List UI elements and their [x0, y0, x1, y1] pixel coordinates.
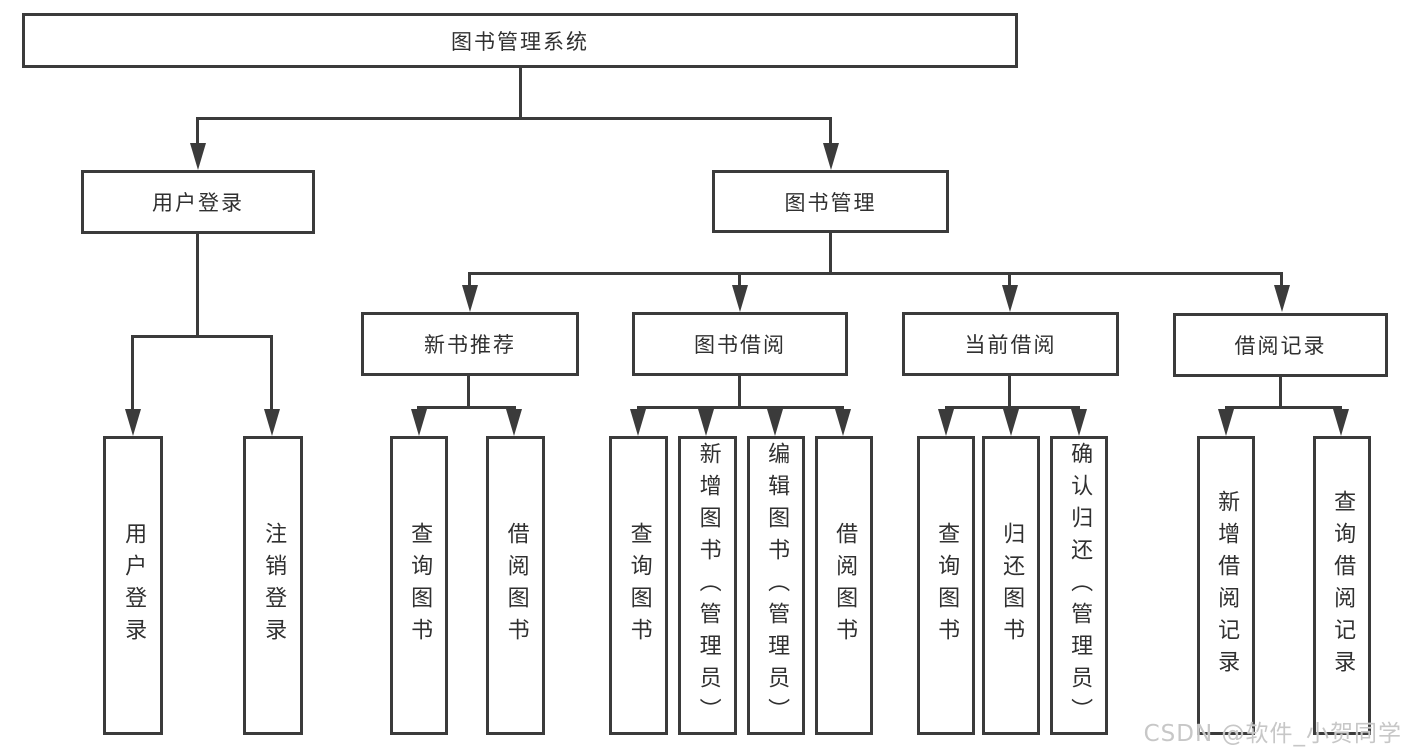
connector-currentborrow-drop: [1008, 376, 1011, 408]
connector-user-splitter: [131, 335, 273, 338]
arrowhead-br2: [1333, 409, 1349, 436]
arrowhead-bb4: [835, 409, 851, 436]
leaf-box-bb-add-books-admin: 新增图书（管理员）: [678, 436, 737, 735]
connector-shaft-logout-leaf: [270, 335, 273, 413]
connector-level1-splitter: [196, 117, 832, 120]
connector-shaft-book-mgmt: [829, 117, 832, 149]
arrowhead-logout-leaf: [264, 409, 280, 436]
node-label-book-borrow: 图书借阅: [694, 333, 786, 357]
connector-borrowrecords-drop: [1279, 377, 1282, 408]
node-label-current-borrow: 当前借阅: [964, 333, 1057, 357]
connector-shaft-book-borrow: [738, 272, 741, 289]
leaf-box-br-query-record: 查询借阅记录: [1313, 436, 1371, 735]
arrowhead-cb1: [938, 409, 954, 436]
connector-shaft-new-books: [468, 272, 471, 289]
arrowhead-bb1: [630, 409, 646, 436]
leaf-label-nb-borrow-books: 借阅图书: [503, 521, 529, 650]
node-box-user-login: 用户登录: [81, 170, 315, 234]
node-box-new-books: 新书推荐: [361, 312, 579, 376]
arrowhead-nb1: [411, 409, 427, 436]
leaf-label-br-query-record: 查询借阅记录: [1330, 489, 1356, 682]
leaf-label-bb-edit-books-admin: 编辑图书（管理员）: [764, 441, 790, 730]
leaf-box-cb-return-books: 归还图书: [982, 436, 1040, 735]
leaf-box-bb-borrow-books: 借阅图书: [815, 436, 873, 735]
leaf-label-cb-return-books: 归还图书: [999, 521, 1025, 650]
leaf-label-nb-query-books: 查询图书: [407, 521, 433, 650]
arrowhead-borrow-records: [1274, 285, 1290, 312]
leaf-label-cb-confirm-return-admin: 确认归还（管理员）: [1067, 441, 1093, 730]
connector-user-drop: [196, 233, 199, 338]
arrowhead-br1: [1218, 409, 1234, 436]
connector-mgmt-drop: [829, 233, 832, 275]
connector-shaft-login-leaf: [131, 335, 134, 413]
leaf-label-bb-borrow-books: 借阅图书: [832, 521, 858, 650]
arrowhead-current-borrow: [1002, 285, 1018, 312]
arrowhead-new-books: [462, 285, 478, 312]
arrowhead-cb2: [1003, 409, 1019, 436]
node-box-book-mgmt: 图书管理: [712, 170, 949, 233]
arrowhead-user-login: [190, 143, 206, 170]
node-box-borrow-records: 借阅记录: [1173, 313, 1388, 377]
leaf-label-bb-add-books-admin: 新增图书（管理员）: [695, 441, 721, 730]
csdn-watermark: CSDN @软件_小贺同学: [1143, 721, 1402, 747]
connector-newbooks-splitter: [417, 406, 516, 409]
connector-level2-splitter: [468, 272, 1283, 275]
leaf-label-user-login: 用户登录: [121, 521, 147, 650]
connector-bookborrow-drop: [738, 376, 741, 408]
node-box-system-root: 图书管理系统: [22, 13, 1018, 68]
leaf-box-br-add-record: 新增借阅记录: [1197, 436, 1255, 735]
arrowhead-nb2: [506, 409, 522, 436]
connector-shaft-user-login: [196, 117, 199, 149]
connector-root-drop: [519, 66, 522, 119]
leaf-label-cb-query-books: 查询图书: [934, 521, 960, 650]
leaf-box-cb-confirm-return-admin: 确认归还（管理员）: [1050, 436, 1108, 735]
leaf-box-bb-edit-books-admin: 编辑图书（管理员）: [747, 436, 805, 735]
node-box-book-borrow: 图书借阅: [632, 312, 848, 376]
connector-shaft-borrow-records: [1280, 272, 1283, 289]
leaf-box-logout: 注销登录: [243, 436, 303, 735]
arrowhead-book-borrow: [732, 285, 748, 312]
connector-shaft-current-borrow: [1008, 272, 1011, 289]
arrowhead-login-leaf: [125, 409, 141, 436]
arrowhead-cb3: [1071, 409, 1087, 436]
node-label-borrow-records: 借阅记录: [1234, 334, 1327, 358]
leaf-label-logout: 注销登录: [261, 521, 287, 650]
arrowhead-bb2: [698, 409, 714, 436]
connector-newbooks-drop: [467, 376, 470, 408]
node-label-new-books: 新书推荐: [424, 333, 516, 357]
node-label-system-root: 图书管理系统: [451, 29, 589, 54]
leaf-box-nb-borrow-books: 借阅图书: [486, 436, 545, 735]
leaf-label-bb-query-books: 查询图书: [626, 521, 652, 650]
leaf-box-user-login: 用户登录: [103, 436, 163, 735]
leaf-box-bb-query-books: 查询图书: [609, 436, 668, 735]
node-box-current-borrow: 当前借阅: [902, 312, 1119, 376]
arrowhead-book-mgmt: [823, 143, 839, 170]
connector-bookborrow-splitter: [637, 406, 844, 409]
arrowhead-bb3: [767, 409, 783, 436]
node-label-book-mgmt: 图书管理: [784, 190, 877, 215]
leaf-box-nb-query-books: 查询图书: [390, 436, 448, 735]
leaf-box-cb-query-books: 查询图书: [917, 436, 975, 735]
node-label-user-login: 用户登录: [152, 191, 244, 215]
connector-borrowrecords-splitter: [1225, 406, 1342, 409]
leaf-label-br-add-record: 新增借阅记录: [1214, 489, 1240, 682]
